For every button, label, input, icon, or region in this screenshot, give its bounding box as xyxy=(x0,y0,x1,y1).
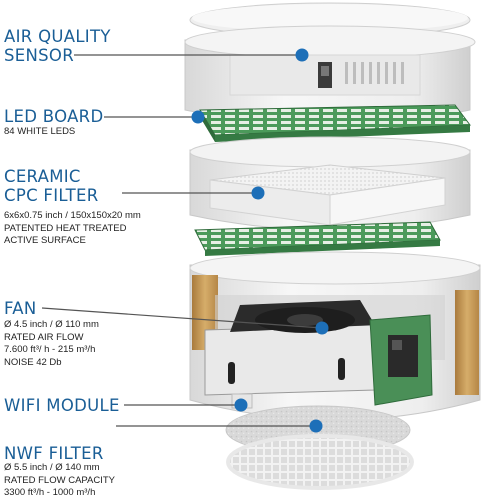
spec-line: NOISE 42 Db xyxy=(4,356,62,368)
title-line: SENSOR xyxy=(4,46,74,65)
title-line: CPC FILTER xyxy=(4,186,99,205)
spec-line: 84 WHITE LEDS xyxy=(4,126,76,137)
title-line: FAN xyxy=(4,299,37,318)
label-air-quality-sensor: AIR QUALITY SENSOR xyxy=(4,27,111,65)
led-board-pcb xyxy=(199,104,471,142)
spec-line: 6x6x0.75 inch / 150x150x20 mm xyxy=(4,210,141,221)
label-wifi-module: WIFI MODULE xyxy=(4,396,120,415)
lower-pcb xyxy=(194,221,441,256)
spec-line: 3300 ft³/h - 1000 m³/h xyxy=(4,487,96,498)
specs-ceramic-cpc-filter: 6x6x0.75 inch / 150x150x20 mm PATENTED H… xyxy=(4,210,141,248)
spec-line: RATED AIR FLOW xyxy=(4,331,84,343)
marker-dot-wifi xyxy=(234,398,248,412)
spec-line: RATED FLOW CAPACITY xyxy=(4,474,116,486)
title-line: NWF FILTER xyxy=(4,444,104,463)
specs-nwf-filter: Ø 5.5 inch / Ø 140 mm RATED FLOW CAPACIT… xyxy=(4,462,115,500)
label-ceramic-cpc-filter: CERAMIC CPC FILTER xyxy=(4,167,98,205)
title-line: AIR QUALITY xyxy=(4,27,111,46)
marker-dot-fan xyxy=(315,321,329,335)
spec-line: ACTIVE SURFACE xyxy=(4,235,86,246)
leader-line-fan xyxy=(41,307,323,329)
marker-dot-cpc xyxy=(251,186,265,200)
sensor-housing xyxy=(184,25,476,126)
spec-line: PATENTED HEAT TREATED xyxy=(4,222,127,234)
bottom-grille xyxy=(226,434,414,490)
label-fan: FAN xyxy=(4,299,37,318)
marker-dot-led xyxy=(191,110,205,124)
ceramic-filter-block xyxy=(209,164,446,226)
spec-line: Ø 5.5 inch / Ø 140 mm xyxy=(4,462,100,473)
title-line: WIFI MODULE xyxy=(4,396,120,415)
title-line: LED BOARD xyxy=(4,107,104,126)
marker-dot-sensor xyxy=(295,48,309,62)
spec-line: Ø 4.5 inch / Ø 110 mm xyxy=(4,319,99,330)
fan-driver-board xyxy=(369,314,433,406)
title-line: CERAMIC xyxy=(4,167,81,186)
label-led-board: LED BOARD xyxy=(4,107,103,126)
specs-led-board: 84 WHITE LEDS xyxy=(4,126,75,139)
spec-line: 7.600 ft³/ h - 215 m³/h xyxy=(4,344,96,355)
specs-fan: Ø 4.5 inch / Ø 110 mm RATED AIR FLOW 7.6… xyxy=(4,319,99,369)
label-nwf-filter: NWF FILTER xyxy=(4,444,104,463)
marker-dot-nwf xyxy=(309,419,323,433)
